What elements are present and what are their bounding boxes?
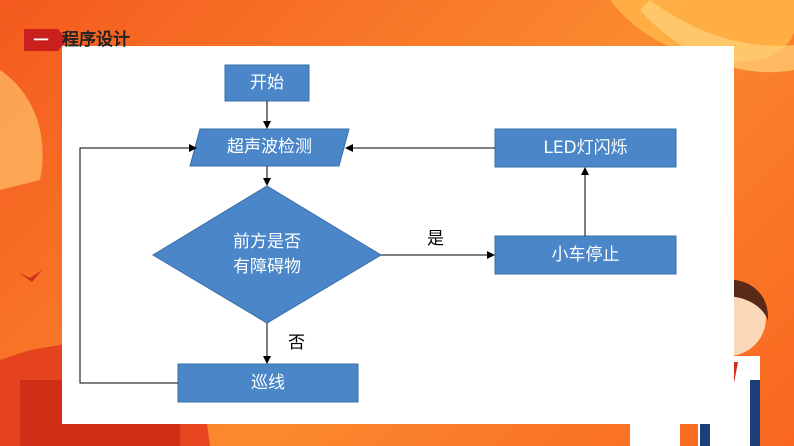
connector-loop-back — [79, 144, 197, 384]
start-node-label: 开始 — [250, 73, 284, 93]
car-stop-label: 小车停止 — [551, 245, 620, 265]
ultrasonic-detect-label: 超声波检测 — [227, 137, 312, 157]
ultrasonic-detect-node — [189, 128, 350, 167]
led-flash-label: LED灯闪烁 — [543, 138, 628, 158]
obstacle-decision-node — [152, 185, 382, 324]
bird-icon — [18, 270, 42, 282]
start-node — [224, 64, 310, 102]
ribbon-decoration — [0, 70, 43, 190]
section-number-badge: 一 — [24, 29, 58, 51]
decision-label-line2: 有障碍物 — [233, 257, 301, 277]
ribbon-decoration — [640, 0, 794, 73]
line-follow-label: 巡线 — [251, 373, 285, 393]
section-title: 程序设计 — [62, 30, 130, 50]
decision-label-line1: 前方是否 — [233, 232, 301, 252]
section-arrow-icon — [58, 29, 67, 51]
content-panel — [62, 46, 734, 424]
no-edge-label: 否 — [288, 333, 305, 353]
yes-edge-label: 是 — [427, 229, 444, 249]
